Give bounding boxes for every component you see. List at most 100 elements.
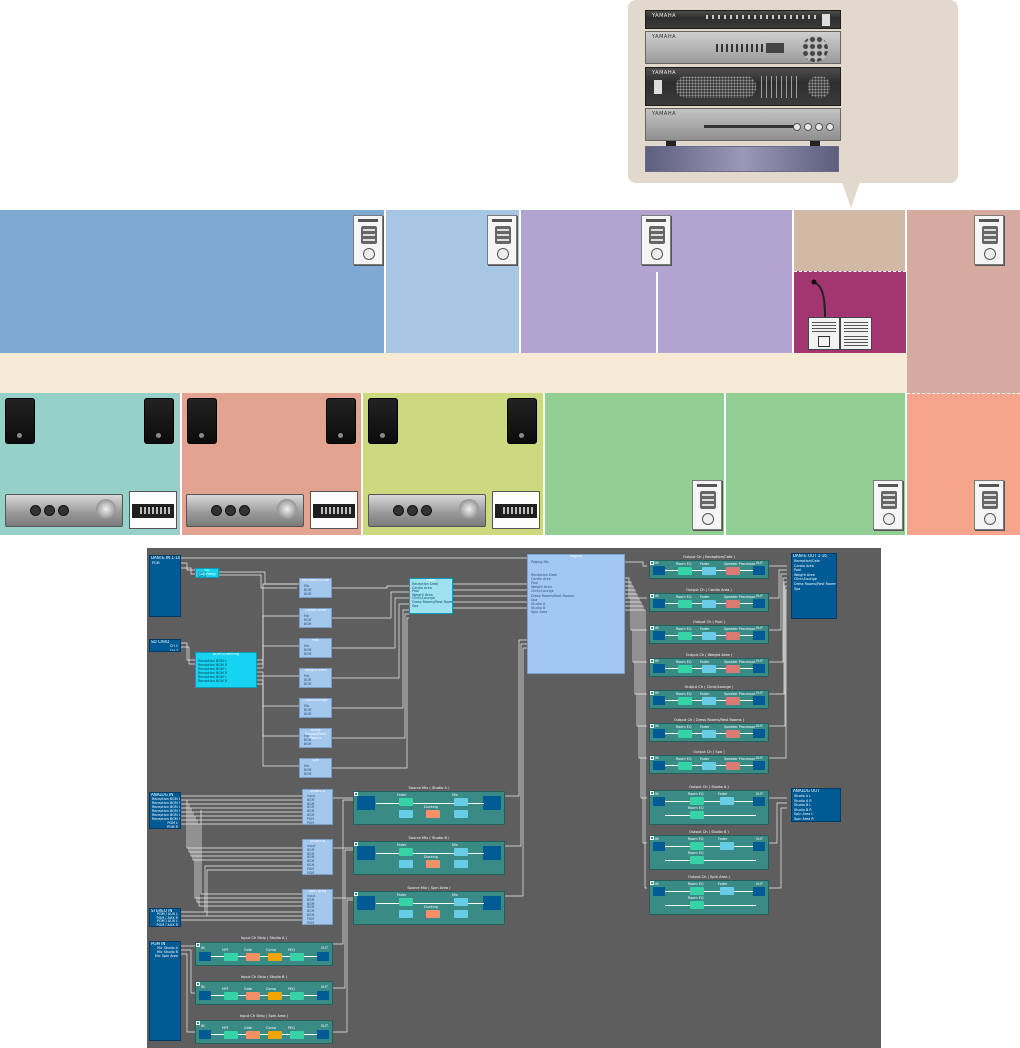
fader-node[interactable] (720, 797, 734, 805)
output-node[interactable] (753, 566, 765, 575)
speaker-processor-node[interactable] (726, 697, 740, 705)
input-node[interactable] (199, 991, 211, 1000)
output-node[interactable] (753, 797, 765, 806)
bgm-summing-block[interactable]: BGM Summing Reception BGM L Reception BG… (195, 652, 257, 688)
output-node[interactable] (317, 1030, 329, 1039)
fader-node[interactable] (702, 600, 716, 608)
checkbox-icon[interactable] (650, 626, 654, 630)
fader-node[interactable] (702, 567, 716, 575)
input-node[interactable] (357, 796, 375, 810)
fader-node[interactable] (720, 842, 734, 850)
output-node[interactable] (753, 599, 765, 608)
room-eq-node[interactable] (678, 762, 692, 770)
fader-node[interactable] (399, 810, 413, 818)
output-node[interactable] (753, 696, 765, 705)
output-node[interactable] (483, 846, 501, 860)
checkbox-icon[interactable] (650, 691, 654, 695)
peq-node[interactable] (290, 1031, 304, 1039)
output-node[interactable] (317, 952, 329, 961)
comp-node[interactable] (268, 953, 282, 961)
output-node[interactable] (753, 664, 765, 673)
page-selector-block[interactable]: Page Reception Desk Cardio Area Pool Wei… (409, 578, 453, 614)
fader-node[interactable] (399, 910, 413, 918)
speaker-processor-node[interactable] (726, 632, 740, 640)
checkbox-icon[interactable] (650, 659, 654, 663)
input-node[interactable] (653, 761, 665, 770)
comp-node[interactable] (268, 1031, 282, 1039)
gate-node[interactable] (246, 992, 260, 1000)
fader-node[interactable] (720, 887, 734, 895)
checkbox-icon[interactable] (650, 791, 654, 795)
comp-node[interactable] (268, 992, 282, 1000)
gate-node[interactable] (246, 953, 260, 961)
ducking-node[interactable] (426, 810, 440, 818)
hpf-node[interactable] (224, 1031, 238, 1039)
output-node[interactable] (317, 991, 329, 1000)
output-node[interactable] (753, 729, 765, 738)
input-node[interactable] (653, 729, 665, 738)
fader-node[interactable] (399, 798, 413, 806)
input-node[interactable] (653, 887, 665, 896)
input-node[interactable] (199, 1030, 211, 1039)
input-node[interactable] (653, 599, 665, 608)
checkbox-icon[interactable] (196, 1021, 200, 1025)
mix-node[interactable] (454, 848, 468, 856)
output-node[interactable] (753, 761, 765, 770)
input-node[interactable] (199, 952, 211, 961)
input-node[interactable] (653, 842, 665, 851)
checkbox-icon[interactable] (650, 724, 654, 728)
analog-out-block[interactable]: ANALOG OUT Studio A L Studio A R Studio … (791, 788, 841, 822)
fader-node[interactable] (399, 848, 413, 856)
room-eq-node[interactable] (678, 600, 692, 608)
fader-node[interactable] (399, 860, 413, 868)
paging-block[interactable]: Paging Paging Mic Reception Desk Cardio … (527, 554, 625, 674)
input-node[interactable] (357, 896, 375, 910)
mix-node[interactable] (454, 860, 468, 868)
input-node[interactable] (653, 797, 665, 806)
checkbox-icon[interactable] (354, 792, 358, 796)
input-node[interactable] (653, 566, 665, 575)
hpf-node[interactable] (224, 953, 238, 961)
mix-node[interactable] (454, 898, 468, 906)
stereo-in-block[interactable]: STEREO IN PGM / AUX L PGM / AUX R PGM / … (149, 908, 181, 927)
fader-node[interactable] (702, 632, 716, 640)
sd-card-block[interactable]: SD CARD CH 1 CH 2 (149, 639, 181, 652)
input-node[interactable] (653, 631, 665, 640)
speaker-processor-node[interactable] (726, 567, 740, 575)
speaker-processor-node[interactable] (726, 730, 740, 738)
input-node[interactable] (653, 696, 665, 705)
room-eq-node[interactable] (690, 842, 704, 850)
speaker-processor-node[interactable] (726, 600, 740, 608)
ducking-node[interactable] (426, 910, 440, 918)
dante-out-block[interactable]: DANTE OUT 1-16 Reception/Cafe Cardio Are… (791, 553, 837, 619)
checkbox-icon[interactable] (196, 943, 200, 947)
dante-in-block[interactable]: DANTE IN 1-16 PGM (149, 555, 181, 617)
mix-node[interactable] (454, 910, 468, 918)
output-node[interactable] (753, 842, 765, 851)
output-node[interactable] (483, 796, 501, 810)
checkbox-icon[interactable] (354, 892, 358, 896)
checkbox-icon[interactable] (650, 756, 654, 760)
mix-node[interactable] (454, 810, 468, 818)
room-eq-node[interactable] (690, 887, 704, 895)
checkbox-icon[interactable] (650, 881, 654, 885)
room-eq-node[interactable] (690, 901, 704, 909)
hpf-node[interactable] (224, 992, 238, 1000)
room-eq-node[interactable] (678, 632, 692, 640)
room-eq-node[interactable] (678, 665, 692, 673)
fader-node[interactable] (399, 898, 413, 906)
checkbox-icon[interactable] (196, 982, 200, 986)
